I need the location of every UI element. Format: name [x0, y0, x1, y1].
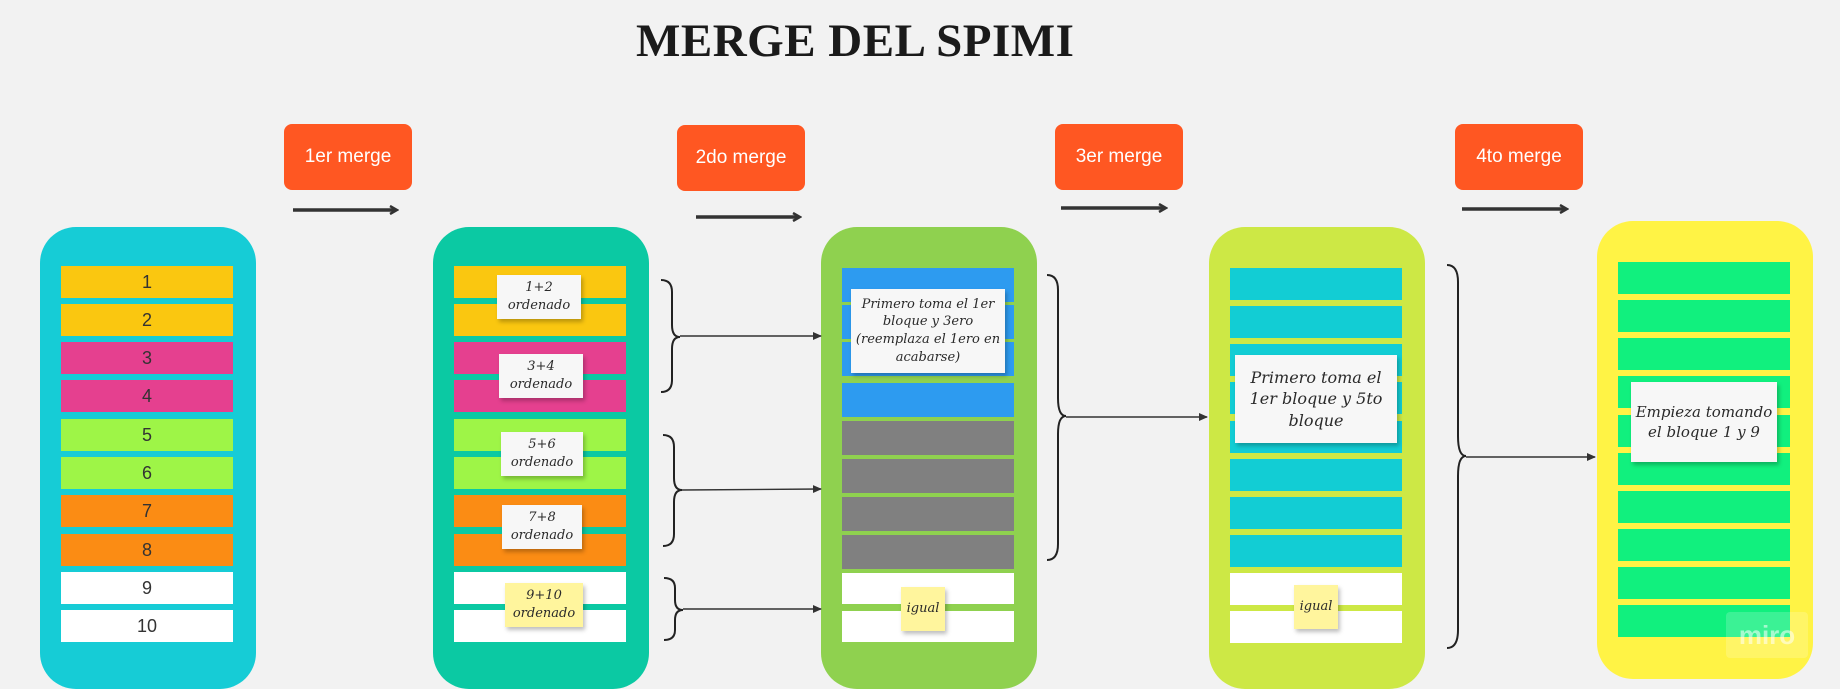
- miro-watermark: miro: [1726, 612, 1808, 658]
- note-7-8: 7+8 ordenado: [502, 505, 582, 549]
- block-10: [1618, 605, 1790, 637]
- block-6: 6: [61, 457, 233, 489]
- page-title: MERGE DEL SPIMI: [636, 15, 1075, 67]
- note-1-2: 1+2 ordenado: [497, 275, 581, 319]
- block-1: 1: [61, 266, 233, 298]
- note-merge-4: Empieza tomando el bloque 1 y 9: [1631, 382, 1777, 462]
- brace-1: [660, 279, 681, 393]
- block-9: 9: [61, 572, 233, 604]
- block-6: [842, 459, 1014, 493]
- merge-tag-3: 3er merge: [1055, 124, 1183, 190]
- block-6: [1230, 459, 1402, 491]
- block-1: [1618, 262, 1790, 294]
- note-9-10: 9+10 ordenado: [505, 583, 583, 627]
- brace-5: [1446, 264, 1467, 649]
- note-equal-4: igual: [1294, 585, 1338, 629]
- merge-tag-1: 1er merge: [284, 124, 412, 190]
- column-1: 1 2 3 4 5 6 7 8 9 10: [40, 227, 256, 689]
- block-9: [1618, 567, 1790, 599]
- block-2: [1618, 300, 1790, 332]
- block-2: [1230, 306, 1402, 338]
- note-merge-3: Primero toma el 1er bloque y 5to bloque: [1235, 355, 1397, 443]
- block-4: 4: [61, 380, 233, 412]
- block-7: [1230, 497, 1402, 529]
- note-equal-3: igual: [901, 587, 945, 631]
- block-1: [1230, 268, 1402, 300]
- arrow-2: [681, 485, 822, 494]
- block-7: 7: [61, 495, 233, 527]
- block-8: 8: [61, 534, 233, 566]
- column-5: [1597, 221, 1813, 679]
- block-4: [842, 383, 1014, 417]
- merge-tag-4: 4to merge: [1455, 124, 1583, 190]
- brace-2: [662, 434, 683, 547]
- block-8: [1230, 535, 1402, 567]
- block-10: 10: [61, 610, 233, 642]
- block-8: [1618, 529, 1790, 561]
- block-2: 2: [61, 304, 233, 336]
- note-3-4: 3+4 ordenado: [499, 354, 583, 398]
- block-7: [842, 497, 1014, 531]
- block-3: 3: [61, 342, 233, 374]
- note-5-6: 5+6 ordenado: [501, 432, 583, 476]
- block-5: [842, 421, 1014, 455]
- block-8: [842, 535, 1014, 569]
- block-5: 5: [61, 419, 233, 451]
- merge-tag-2: 2do merge: [677, 125, 805, 191]
- note-merge-2: Primero toma el 1er bloque y 3ero (reemp…: [851, 289, 1005, 373]
- block-3: [1618, 338, 1790, 370]
- block-7: [1618, 491, 1790, 523]
- brace-3: [663, 577, 684, 641]
- brace-4: [1046, 274, 1067, 561]
